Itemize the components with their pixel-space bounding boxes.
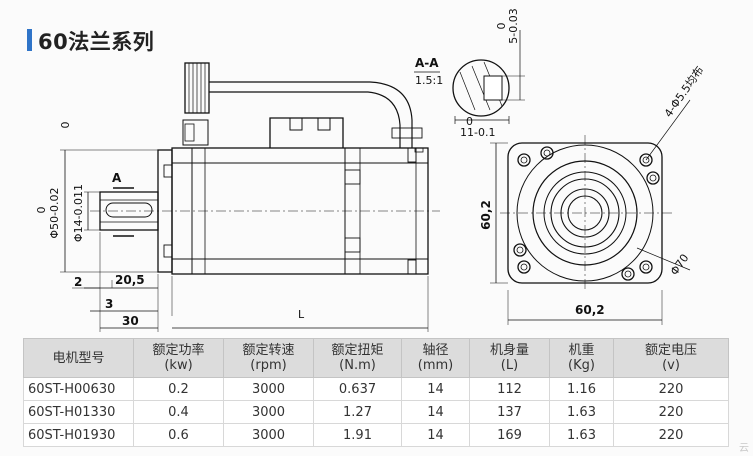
page-title: 60法兰系列 [38,30,155,54]
header-voltage: 额定电压(v) [613,338,729,378]
cell-torque: 1.27 [313,400,402,424]
dim-key-depth: 5-0.03 [507,8,520,43]
technical-drawing: Φ14-0.011 0 Φ50-0.02 0 A 20,5 2 3 30 L A… [35,8,707,332]
cell-power: 0.4 [133,400,224,424]
cell-shaft: 14 [401,377,470,401]
section-label: A-A [415,56,439,70]
dim-3: 3 [105,297,113,311]
side-view-labels: Φ14-0.011 0 Φ50-0.02 0 A 20,5 2 3 30 L [35,122,305,329]
dim-30: 30 [122,314,139,328]
dim-mount-holes: 4-Φ5.5均布 [662,64,707,120]
section-scale: 1.5:1 [415,74,443,87]
dim-shaft-diameter-top: 0 [59,122,72,129]
dim-2: 2 [74,275,82,289]
cell-speed: 3000 [223,377,314,401]
header-length: 机身量(L) [469,338,550,378]
cell-shaft: 14 [401,400,470,424]
dim-l: L [298,308,305,321]
table-row: 60ST-H01330 0.4 3000 1.27 14 137 1.63 22… [23,400,729,424]
table-header-row: 电机型号 额定功率(kw) 额定转速(rpm) 额定扭矩(N.m) 轴径(mm)… [23,338,729,378]
mount-hole-tl [517,153,531,167]
cell-voltage: 220 [613,423,729,447]
section-view-labels: A-A 1.5:1 5-0.03 0 11-0.1 0 [415,8,520,139]
header-speed: 额定转速(rpm) [223,338,314,378]
cell-torque: 0.637 [313,377,402,401]
motor-body [171,147,429,275]
section-circle [452,59,510,117]
mount-hole-tr [639,153,653,167]
mount-hole-bl [517,260,531,274]
dim-circle: Φ70 [668,252,692,278]
side-view [60,62,440,332]
header-torque: 额定扭矩(N.m) [313,338,402,378]
header-shaft: 轴径(mm) [401,338,470,378]
shaft-keyway [105,202,153,218]
dim-flange-diameter: Φ50-0.02 [48,187,61,238]
dim-height: 60,2 [479,200,493,230]
cell-torque: 1.91 [313,423,402,447]
mount-hole-br [639,260,653,274]
cell-power: 0.6 [133,423,224,447]
header-model: 电机型号 [23,338,134,378]
cell-speed: 3000 [223,423,314,447]
watermark: 云 [739,443,749,454]
cell-model: 60ST-H01930 [23,423,134,447]
title-accent-bar [27,29,32,51]
dim-key-depth-top: 0 [495,23,508,30]
table-row: 60ST-H01930 0.6 3000 1.91 14 169 1.63 22… [23,423,729,447]
dim-width: 60,2 [575,303,605,317]
cell-shaft: 14 [401,423,470,447]
cell-length: 137 [469,400,550,424]
dim-shaft-diameter: Φ14-0.011 [72,184,85,242]
dim-key-width: 11-0.1 [460,126,495,139]
dim-flange-diameter-top: 0 [35,207,48,214]
cell-model: 60ST-H00630 [23,377,134,401]
cell-voltage: 220 [613,400,729,424]
front-view [490,99,691,325]
table-row: 60ST-H00630 0.2 3000 0.637 14 112 1.16 2… [23,377,729,401]
header-weight: 机重(Kg) [549,338,614,378]
dim-20-5: 20,5 [115,273,145,287]
cell-weight: 1.16 [549,377,614,401]
cell-model: 60ST-H01330 [23,400,134,424]
header-power: 额定功率(kw) [133,338,224,378]
label-section-a: A [112,171,122,185]
cell-power: 0.2 [133,377,224,401]
cell-length: 112 [469,377,550,401]
spec-table: 电机型号 额定功率(kw) 额定转速(rpm) 额定扭矩(N.m) 轴径(mm)… [23,338,729,447]
cell-voltage: 220 [613,377,729,401]
cell-length: 169 [469,423,550,447]
section-view [414,30,525,124]
cell-weight: 1.63 [549,400,614,424]
dim-key-width-top: 0 [466,115,473,128]
cell-speed: 3000 [223,400,314,424]
cell-weight: 1.63 [549,423,614,447]
